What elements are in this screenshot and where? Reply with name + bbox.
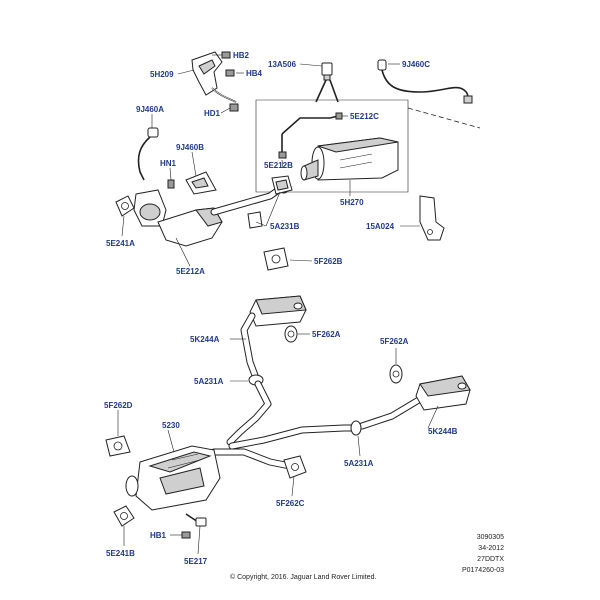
label-5f262a-right: 5F262A [380, 337, 409, 346]
bolt-hb4 [225, 69, 235, 77]
part-5e241b-gasket [113, 505, 135, 527]
label-hd1: HD1 [204, 109, 221, 118]
reference-line-1: 3090305 [476, 534, 504, 541]
part-9j460a-sensor [137, 127, 159, 181]
label-9j460c: 9J460C [402, 60, 430, 69]
copyright-notice: © Copyright, 2016. Jaguar Land Rover Lim… [230, 574, 377, 581]
label-hb4: HB4 [246, 69, 263, 78]
part-5h270-dpf [300, 137, 399, 181]
label-5k244a: 5K244A [190, 335, 220, 344]
label-5h270: 5H270 [340, 198, 364, 207]
label-5a231a-left: 5A231A [194, 377, 224, 386]
nut-hd1 [229, 103, 239, 112]
dpf-box [255, 99, 481, 193]
label-9j460b: 9J460B [176, 143, 204, 152]
part-5k244a-muffler [240, 295, 307, 382]
nut-hn1 [167, 179, 175, 189]
part-5f262d-hanger [105, 435, 131, 457]
label-hn1: HN1 [160, 159, 177, 168]
reference-line-4: P0174260-03 [461, 567, 504, 574]
part-5e241a-gasket [115, 195, 135, 217]
label-5e212c: 5E212C [350, 112, 379, 121]
part-13a506-sensor [315, 62, 339, 103]
part-5a231a-clamp-right [350, 420, 362, 436]
lower-pipe-run [210, 380, 426, 470]
leader-lines [117, 54, 439, 555]
label-15a024: 15A024 [366, 222, 395, 231]
part-5e212c-pipe [281, 112, 343, 135]
label-hb1: HB1 [150, 531, 167, 540]
label-9j460a: 9J460A [136, 105, 164, 114]
label-5f262b: 5F262B [314, 257, 343, 266]
label-5e212b: 5E212B [264, 161, 293, 170]
part-9j460b-bracket [185, 171, 217, 195]
label-5f262d: 5F262D [104, 401, 133, 410]
label-13a506: 13A506 [268, 60, 297, 69]
part-5f262b-hanger [263, 247, 289, 271]
bolt-hb1 [181, 531, 191, 539]
label-5f262c: 5F262C [276, 499, 305, 508]
label-5f262a-top: 5F262A [312, 330, 341, 339]
label-5k244b: 5K244B [428, 427, 458, 436]
label-hb2: HB2 [233, 51, 250, 60]
part-5e212b-pipe [278, 134, 287, 159]
part-9j460c-sensor [377, 59, 473, 104]
part-5f262a-hanger-right [389, 364, 403, 384]
part-5h209-bracket [191, 51, 237, 103]
part-5e217-sensor [185, 513, 207, 527]
label-5a231b: 5A231B [270, 222, 300, 231]
reference-line-3: 27DDTX [477, 556, 504, 563]
bolt-hb2 [221, 51, 231, 59]
label-5e241a: 5E241A [106, 239, 135, 248]
part-5f262c-hanger [283, 455, 307, 479]
part-5a231b-bracket [247, 211, 263, 229]
part-5a231b-clamp [271, 175, 293, 195]
label-5e241b: 5E241B [106, 549, 135, 558]
part-5f262a-hanger-top [284, 325, 298, 343]
reference-block: 3090305 34-2012 27DDTX P0174260-03 [462, 532, 504, 576]
part-5230-converter [125, 445, 221, 511]
label-5h209: 5H209 [150, 70, 174, 79]
label-5e212a: 5E212A [176, 267, 205, 276]
reference-line-2: 34-2012 [478, 545, 504, 552]
part-15a024-bracket [419, 195, 445, 241]
part-5k244b-muffler [415, 375, 471, 411]
label-5e217: 5E217 [184, 557, 208, 566]
label-5a231a-right: 5A231A [344, 459, 374, 468]
label-5230: 5230 [162, 421, 180, 430]
callout-labels: HB2 HB4 5H209 13A506 9J460C HD1 9J460A 5… [104, 51, 458, 566]
